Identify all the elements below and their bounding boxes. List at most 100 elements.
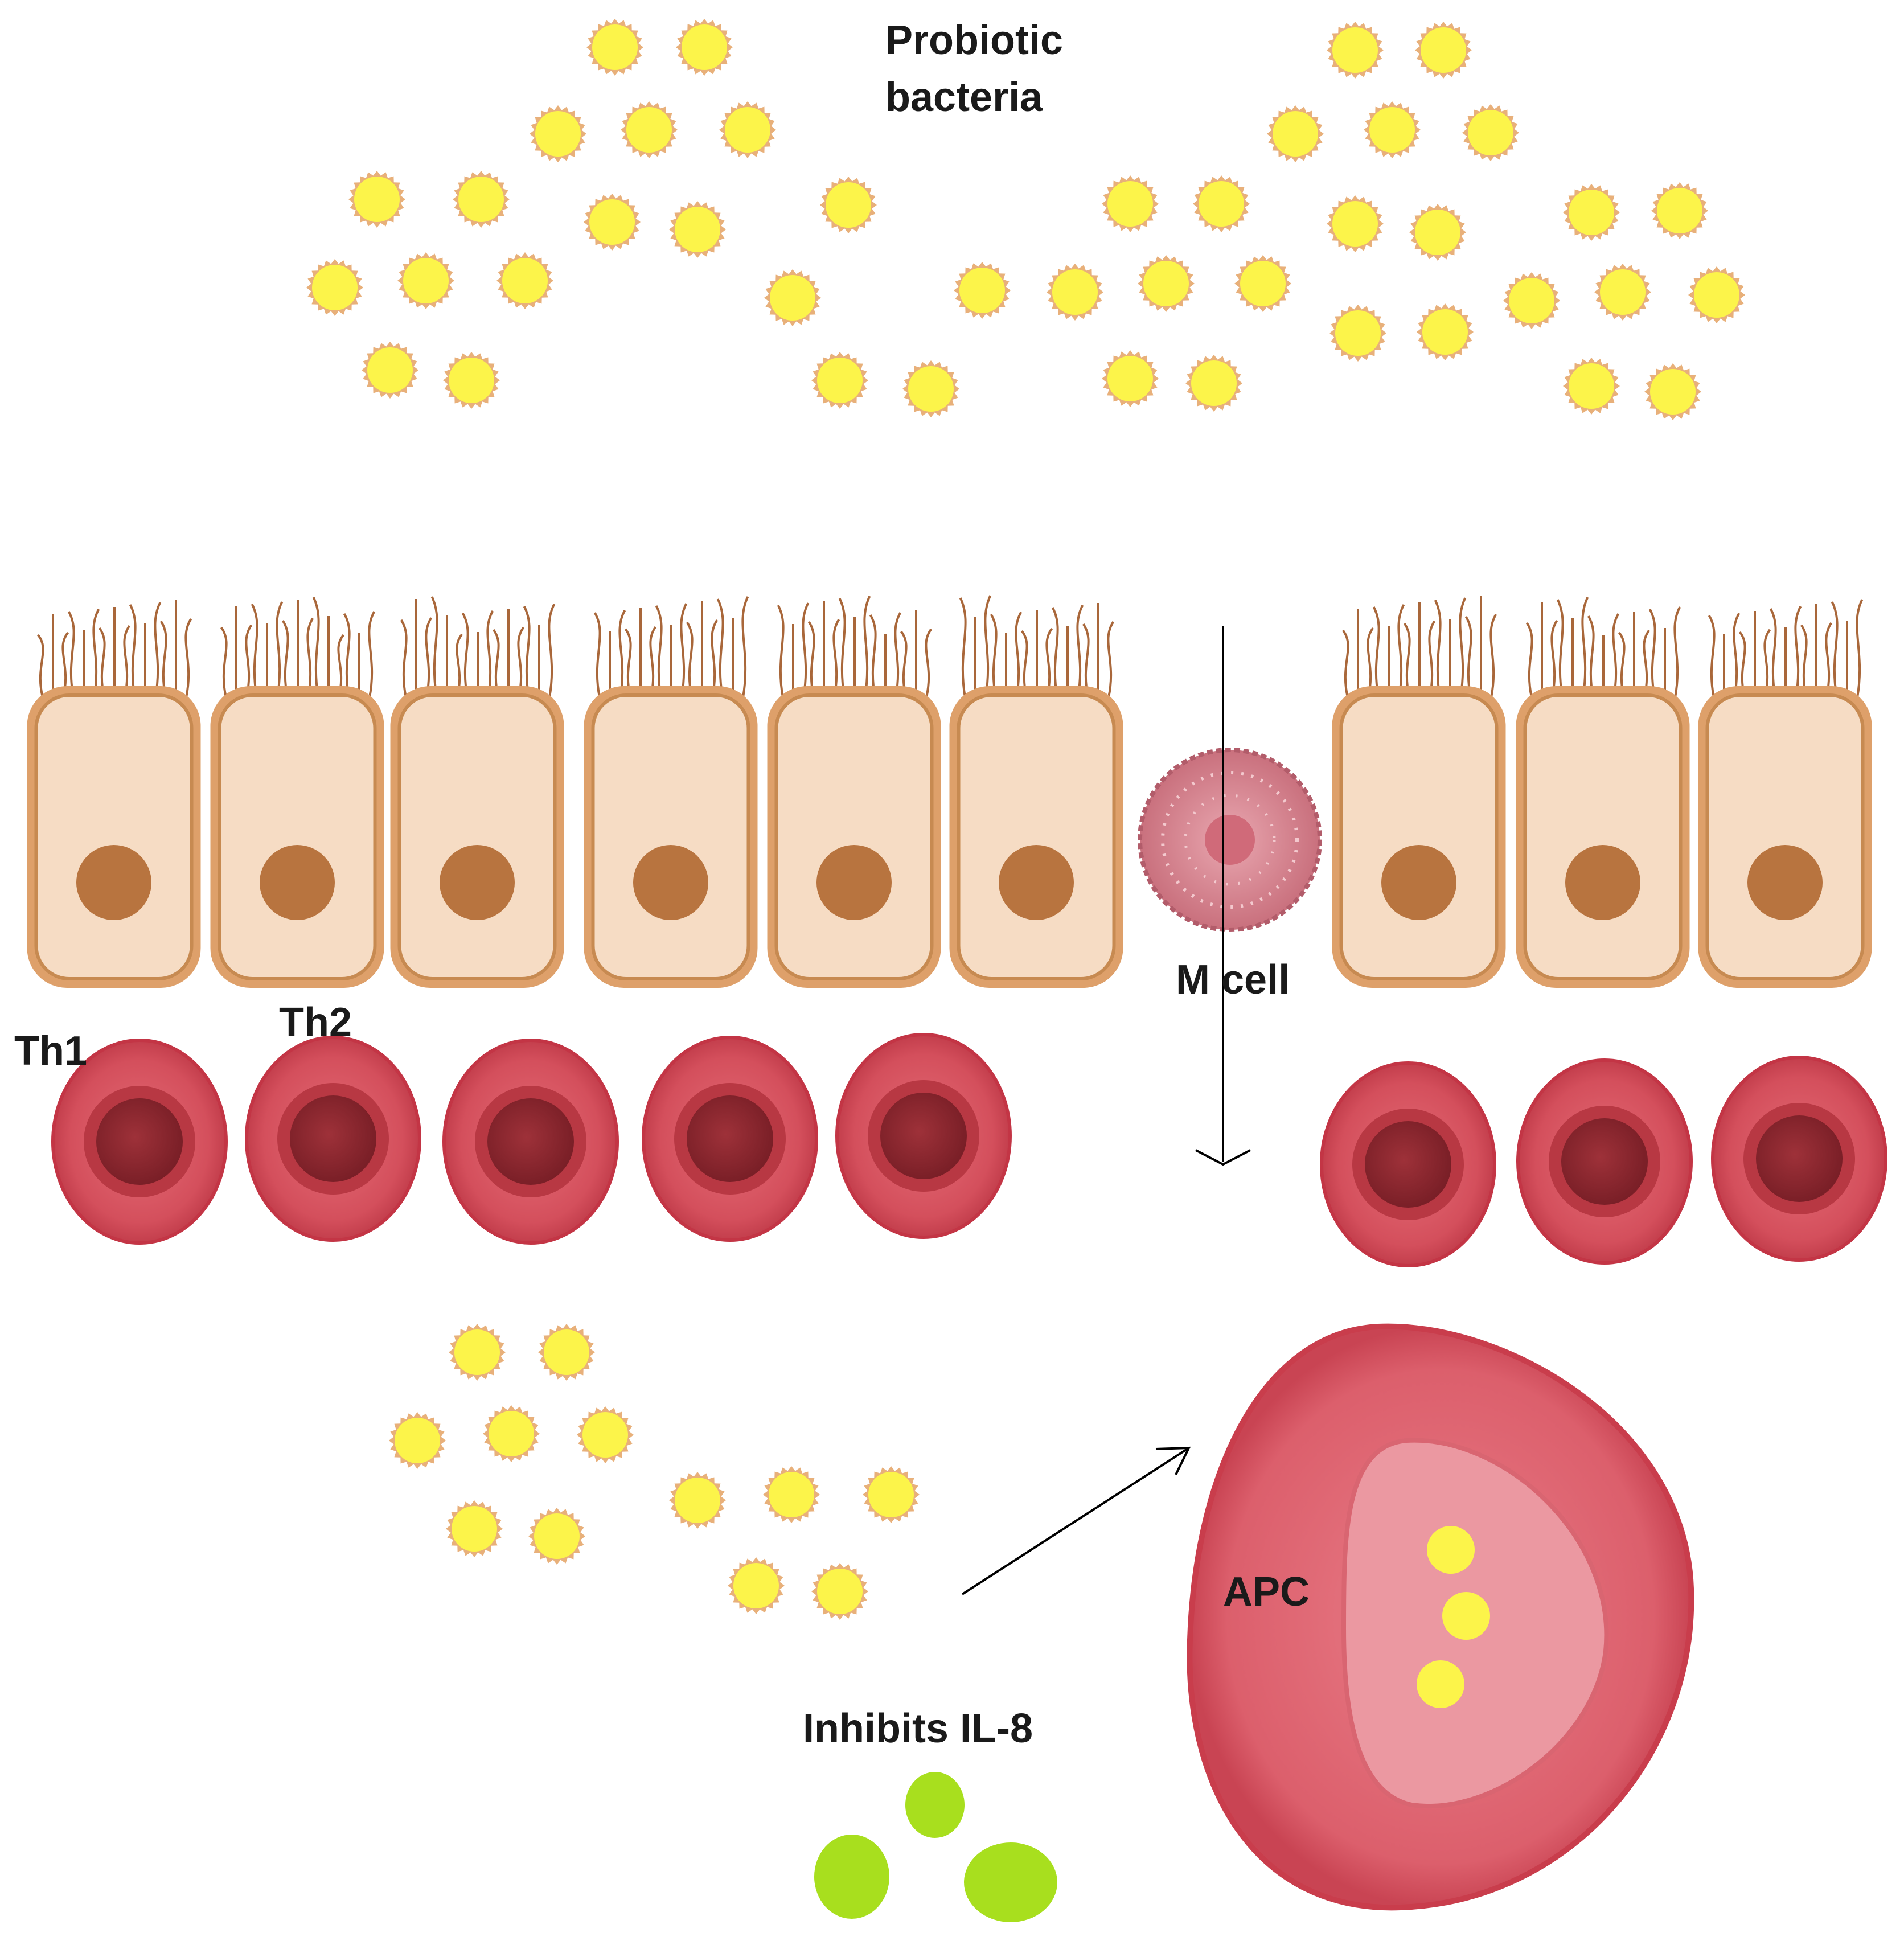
cell-nucleus	[1381, 845, 1456, 920]
probiotic-bacterium	[1327, 195, 1384, 252]
probiotic-bacterium	[1327, 22, 1384, 79]
epithelial-cell	[767, 686, 941, 988]
probiotic-bacterium	[764, 269, 821, 326]
probiotic-bacterium	[446, 1500, 503, 1557]
t-cell-nucleus	[1365, 1121, 1451, 1208]
m-cell	[1138, 748, 1322, 932]
probiotic-bacterium	[348, 171, 405, 228]
il8-molecule	[814, 1835, 889, 1919]
probiotic-bacterium	[1193, 175, 1250, 232]
probiotic-bacterium	[577, 1406, 634, 1463]
t-helper-cell	[245, 1036, 421, 1242]
probiotic-bacterium	[1415, 22, 1472, 79]
probiotic-bacterium	[1138, 255, 1195, 312]
probiotic-bacterium	[863, 1466, 920, 1523]
probiotic-label-line1: Probiotic	[885, 18, 1063, 63]
t-cell-nucleus	[1756, 1115, 1843, 1202]
th1-label: Th1	[14, 1028, 87, 1074]
probiotic-bacterium	[1364, 101, 1421, 158]
t-helper-cell	[1516, 1058, 1693, 1265]
t-cell-nucleus	[880, 1093, 967, 1179]
apc-cell	[1187, 1323, 1694, 1911]
th2-label: Th2	[279, 1000, 352, 1045]
t-cell-row	[51, 1033, 1887, 1267]
probiotic-bacterium	[820, 177, 877, 233]
cilia-group	[37, 595, 1864, 698]
probiotic-bacterium	[1563, 184, 1620, 241]
epithelial-cell	[1332, 686, 1506, 988]
probiotic-bacterium	[1594, 264, 1651, 321]
il8-molecules	[814, 1772, 1057, 1922]
probiotic-bacterium	[453, 171, 510, 228]
probiotic-bacteria-group	[306, 19, 1745, 1620]
epithelial-cell	[1516, 686, 1690, 988]
cilia	[1525, 597, 1681, 698]
probiotic-bacterium	[954, 262, 1011, 319]
apc-uptake-arrow	[961, 1446, 1191, 1595]
probiotic-bacterium	[1563, 358, 1620, 415]
probiotic-bacterium	[1462, 104, 1519, 161]
probiotic-bacterium	[1102, 175, 1159, 232]
t-helper-cell	[835, 1033, 1012, 1239]
probiotic-bacterium	[1688, 266, 1745, 323]
t-helper-cell	[642, 1036, 818, 1242]
probiotic-bacterium	[1409, 204, 1466, 261]
cilia	[1341, 596, 1497, 698]
cell-nucleus	[633, 845, 708, 920]
t-cell-nucleus	[1561, 1118, 1648, 1205]
epithelial-cell	[949, 686, 1123, 988]
probiotic-bacterium	[496, 252, 553, 309]
t-helper-cell	[1320, 1061, 1496, 1267]
probiotic-bacterium	[902, 360, 959, 417]
probiotic-bacterium	[362, 342, 418, 399]
cilia	[959, 595, 1115, 698]
probiotic-bacterium	[1047, 264, 1103, 321]
cilia	[1708, 599, 1864, 698]
cell-nucleus	[816, 845, 892, 920]
probiotic-bacterium	[449, 1324, 506, 1381]
t-cell-nucleus	[96, 1098, 183, 1185]
epithelial-cell	[1698, 686, 1872, 988]
probiotic-bacterium	[584, 194, 641, 251]
t-cell-nucleus	[687, 1095, 773, 1182]
t-cell-nucleus	[290, 1095, 376, 1182]
probiotic-bacterium	[811, 352, 868, 409]
cilia	[593, 596, 749, 698]
probiotic-bacterium	[669, 1472, 726, 1529]
probiotic-bacterium	[483, 1405, 540, 1462]
probiotic-label-line2: bacteria	[885, 75, 1043, 120]
t-helper-cell	[1711, 1056, 1887, 1262]
probiotic-bacterium	[443, 352, 500, 409]
il8-molecule	[905, 1772, 965, 1838]
m-cell-label: M cell	[1176, 957, 1290, 1003]
probiotic-bacterium	[1234, 255, 1291, 312]
cilia	[220, 597, 376, 698]
engulfed-bacterium	[1417, 1660, 1464, 1708]
probiotic-bacterium	[1185, 355, 1242, 412]
cell-nucleus	[1747, 845, 1823, 920]
apc-label: APC	[1223, 1569, 1310, 1615]
probiotic-bacterium	[1267, 105, 1324, 162]
probiotic-bacterium	[528, 1508, 585, 1565]
m-cell-transport-arrow	[1195, 626, 1251, 1166]
epithelial-cell	[210, 686, 384, 988]
probiotic-bacterium	[676, 19, 733, 76]
cell-nucleus	[76, 845, 151, 920]
probiotic-bacterium	[306, 259, 363, 316]
t-helper-cell	[442, 1039, 619, 1245]
engulfed-bacterium	[1442, 1592, 1490, 1640]
apc-engulfed-bacteria	[1417, 1526, 1490, 1708]
probiotic-bacterium	[621, 101, 678, 158]
probiotic-bacterium	[1102, 350, 1159, 407]
epithelial-cell	[390, 686, 564, 988]
epithelial-cell	[27, 686, 201, 988]
engulfed-bacterium	[1427, 1526, 1475, 1574]
probiotic-bacterium	[669, 201, 726, 258]
probiotic-bacterium	[763, 1466, 820, 1523]
cell-nucleus	[1565, 845, 1640, 920]
cilia	[777, 596, 933, 698]
cilia	[400, 596, 556, 698]
il8-label: Inhibits IL-8	[803, 1706, 1033, 1751]
probiotic-bacterium	[1644, 363, 1701, 420]
